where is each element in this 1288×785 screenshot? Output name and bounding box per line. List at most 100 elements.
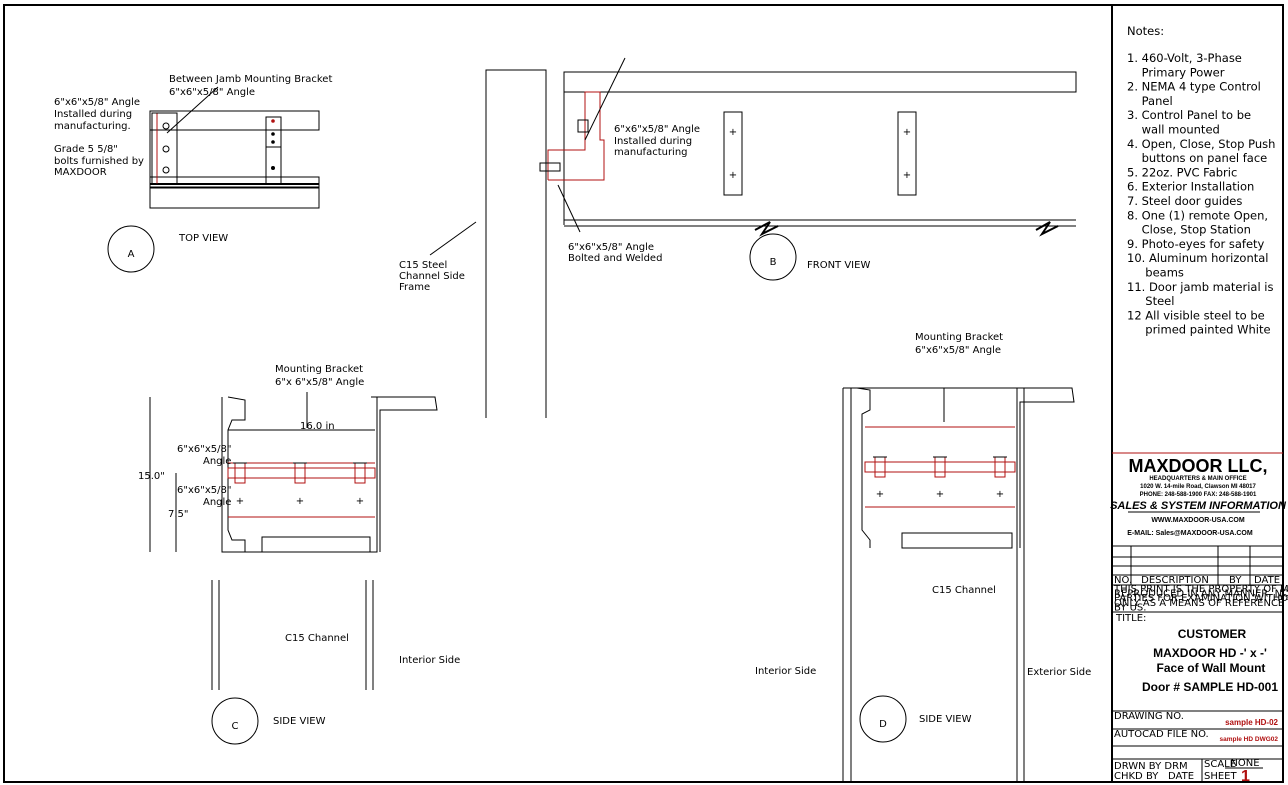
view-a-label-angle-3: manufacturing. <box>54 121 131 132</box>
bolt <box>234 462 246 484</box>
autocad-file: sample HD DWG02 <box>1219 736 1278 743</box>
view-c-label-angle1-1: 6"x6"x5/8" <box>177 444 231 455</box>
note-line: beams <box>1127 266 1184 280</box>
bolt <box>294 462 306 484</box>
view-a-letter: A <box>128 249 135 260</box>
note-line: primed painted White <box>1127 323 1271 337</box>
view-d-label-bracket-2: 6"x6"x5/8" Angle <box>915 345 1001 356</box>
svg-text:+: + <box>903 170 911 181</box>
view-b-label-frame-2: Channel Side <box>399 271 465 282</box>
view-b-label-frame-1: C15 Steel <box>399 260 447 271</box>
view-a-label-angle-2: Installed during <box>54 109 132 120</box>
bolt-hole-mark: + <box>876 489 884 500</box>
note-line: 11. Door jamb material is <box>1127 280 1274 294</box>
view-c-label-channel: C15 Channel <box>285 633 349 644</box>
title-block: MAXDOOR LLC, HEADQUARTERS & MAIN OFFICE … <box>1110 452 1288 785</box>
scale-value: NONE <box>1230 758 1259 769</box>
view-a-marker <box>107 225 155 273</box>
company-name: MAXDOOR LLC, <box>1129 456 1268 476</box>
view-c-dim-75: 7.5" <box>168 509 189 520</box>
rev-col-no: NO. <box>1114 575 1132 586</box>
bolt-hole-mark: + <box>236 496 244 507</box>
view-c-marker <box>211 697 259 745</box>
view-b-label-top-3: manufacturing <box>614 147 688 158</box>
view-d-marker <box>859 695 907 743</box>
view-b-front-view: ++ ++ 6"x6"x5/8" Angle Installed during … <box>399 57 1077 418</box>
company-phone: PHONE: 248-588-1900 FAX: 248-588-1901 <box>1140 492 1257 498</box>
view-b-label-bottom-1: 6"x6"x5/8" Angle <box>568 242 654 253</box>
note-line: 10. Aluminum horizontal <box>1127 251 1269 265</box>
svg-text:+: + <box>729 127 737 138</box>
date-label: DATE <box>1168 771 1194 782</box>
view-d-caption: SIDE VIEW <box>919 714 972 725</box>
view-a-caption: TOP VIEW <box>178 233 228 244</box>
view-b-label-bottom-2: Bolted and Welded <box>568 253 662 264</box>
note-line: 1. 460-Volt, 3-Phase <box>1127 51 1242 65</box>
view-b-label-frame-3: Frame <box>399 282 430 293</box>
note-line: 5. 22oz. PVC Fabric <box>1127 165 1237 179</box>
note-line: Steel <box>1127 294 1174 308</box>
autocad-label: AUTOCAD FILE NO. <box>1114 729 1209 740</box>
disclaimer-line: PARTIES FOR EXAMINATION WITHOUT OUR CONS… <box>1114 593 1288 604</box>
note-line: 8. One (1) remote Open, <box>1127 208 1268 222</box>
svg-text:+: + <box>729 170 737 181</box>
note-line: 6. Exterior Installation <box>1127 180 1254 194</box>
view-d-label-channel: C15 Channel <box>932 585 996 596</box>
view-c-label-angle2-2: Angle <box>203 497 231 508</box>
view-a-label-angle-1: 6"x6"x5/8" Angle <box>54 97 140 108</box>
note-line: 4. Open, Close, Stop Push <box>1127 137 1275 151</box>
view-a-label-bolts-2: bolts furnished by <box>54 156 144 167</box>
note-line: Close, Stop Station <box>1127 223 1251 237</box>
note-line: 12 All visible steel to be <box>1127 308 1265 322</box>
drawn-by: DRWN BY DRM <box>1114 761 1188 772</box>
title-label: TITLE: <box>1115 613 1146 624</box>
scale-label: SCALE <box>1204 759 1236 770</box>
view-c-dim-small: 16.0 in <box>300 421 335 432</box>
company-web: WWW.MAXDOOR-USA.COM <box>1151 517 1244 524</box>
bolt-hole-mark: + <box>296 496 304 507</box>
view-a-label-bracket-2: 6"x6"x5/8" Angle <box>169 87 255 98</box>
view-a-label-bolts-3: MAXDOOR <box>54 167 107 178</box>
drawing-no-label: DRAWING NO. <box>1114 711 1184 722</box>
title-line-3: Face of Wall Mount <box>1157 661 1266 675</box>
view-a-label-bolts-1: Grade 5 5/8" <box>54 144 118 155</box>
view-b-label-top-2: Installed during <box>614 136 692 147</box>
checked-by: CHKD BY <box>1114 771 1159 782</box>
view-d-side-view: +++ Mounting Bracket 6"x6"x5/8" Angle C1… <box>755 332 1091 782</box>
view-d-label-interior: Interior Side <box>755 666 816 677</box>
view-c-label-angle1-2: Angle <box>203 456 231 467</box>
view-d-letter: D <box>879 719 887 730</box>
bolt-hole-mark: + <box>936 489 944 500</box>
disclaimer-line: ONLY AS A MEANS OF REFERENCE TO WORK DES… <box>1114 598 1288 609</box>
note-line: 2. NEMA 4 type Control <box>1127 80 1261 94</box>
note-line: buttons on panel face <box>1127 151 1267 165</box>
notes-heading: Notes: <box>1127 24 1164 38</box>
disclaimer-line: THIS PRINT IS THE PROPERTY OF MAXDOOR LL… <box>1113 584 1288 595</box>
company-email: E-MAIL: Sales@MAXDOOR-USA.COM <box>1127 530 1253 537</box>
note-line: 7. Steel door guides <box>1127 194 1242 208</box>
view-b-label-top-1: 6"x6"x5/8" Angle <box>614 124 700 135</box>
view-c-label-bracket-2: 6"x 6"x5/8" Angle <box>275 377 364 388</box>
sheet-border <box>3 4 1284 783</box>
view-c-label-bracket-1: Mounting Bracket <box>275 364 363 375</box>
view-b-caption: FRONT VIEW <box>807 260 870 271</box>
note-line: 9. Photo-eyes for safety <box>1127 237 1265 251</box>
disclaimer-line: REPRODUCED IN ANY MANNER, NOR SHALL IT B… <box>1114 589 1288 600</box>
drawing-no: sample HD-02 <box>1225 718 1278 727</box>
note-line: 3. Control Panel to be <box>1127 108 1251 122</box>
view-a-top-view: Between Jamb Mounting Bracket 6"x6"x5/8"… <box>54 74 332 273</box>
view-c-caption: SIDE VIEW <box>273 716 326 727</box>
rev-col-by: BY <box>1229 575 1242 586</box>
bolt <box>354 462 366 484</box>
view-d-label-exterior: Exterior Side <box>1027 667 1091 678</box>
notes-panel: Notes: 1. 460-Volt, 3-Phase Primary Powe… <box>1127 24 1275 337</box>
view-c-label-interior: Interior Side <box>399 655 460 666</box>
view-a-label-bracket-1: Between Jamb Mounting Bracket <box>169 74 332 85</box>
company-address: 1020 W. 14-mile Road, Clawson MI 48017 <box>1140 484 1256 490</box>
title-line-4: Door # SAMPLE HD-001 <box>1142 680 1278 694</box>
sheet-label: SHEET <box>1204 771 1238 782</box>
note-line: wall mounted <box>1127 123 1220 137</box>
bolt <box>934 456 946 478</box>
bolt-hole-mark: + <box>996 489 1004 500</box>
